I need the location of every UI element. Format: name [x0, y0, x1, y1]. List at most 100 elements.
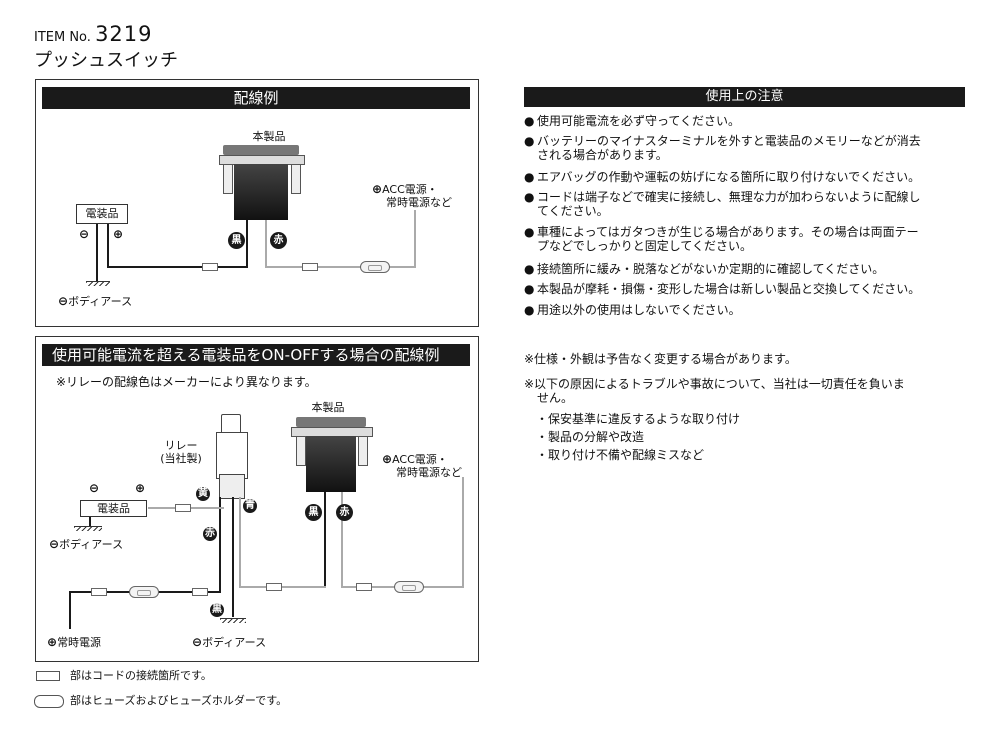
switch-red-marker: 赤 [336, 504, 353, 521]
connection-legend-text: 部はコードの接続箇所です。 [70, 669, 212, 682]
usage-note-line-1: バッテリーのマイナスターミナルを外すと電装品のメモリーなどが消去 [537, 134, 921, 148]
acc-line-2: 常時電源など [396, 466, 462, 479]
acc-line-2: 常時電源など [386, 196, 452, 209]
item-number: ITEM No. 3219 [34, 22, 153, 46]
relay-label: リレー (当社製) [151, 439, 211, 465]
usage-note-item: ●コードは端子などで確実に接続し、無理な力が加わらないように配線してください。 [524, 190, 970, 218]
usage-note-line-1: 接続箇所に緩み・脱落などがないか定期的に確認してください。 [537, 262, 885, 276]
fuse-holder [129, 586, 159, 598]
connection-point [91, 588, 107, 596]
ground-symbol [74, 526, 102, 531]
device-box: 電装品 [80, 500, 147, 517]
relay-red-v [219, 497, 221, 593]
switch-body [306, 436, 356, 492]
device-plus-symbol: ⊕ [113, 227, 124, 241]
device-plus-symbol: ⊕ [135, 481, 146, 495]
usage-note-line-1: エアバッグの作動や運転の妨げになる箇所に取り付けないでください。 [537, 170, 921, 184]
plus-icon: ⊕ [382, 452, 393, 466]
panel-title: 配線例 [42, 87, 470, 109]
usage-note-item: ●エアバッグの作動や運転の妨げになる箇所に取り付けないでください。 [524, 170, 970, 184]
usage-note-line-1: 本製品が摩耗・損傷・変形した場合は新しい製品と交換してください。 [537, 282, 921, 296]
usage-note-item: ●バッテリーのマイナスターミナルを外すと電装品のメモリーなどが消去される場合があ… [524, 134, 970, 162]
device-ground-wire [89, 509, 91, 527]
spec-remark: ※仕様・外観は予告なく変更する場合があります。 [524, 352, 797, 366]
usage-note-line-1: 車種によってはガタつきが生じる場合があります。その場合は両面テー [537, 225, 919, 239]
switch-body [234, 164, 288, 220]
usage-note-item: ●用途以外の使用はしないでください。 [524, 303, 970, 317]
acc-line-1-text: ACC電源・ [382, 183, 438, 196]
usage-note-item: ●車種によってはガタつきが生じる場合があります。その場合は両面テープなどでしっか… [524, 225, 970, 253]
fuse-holder [360, 261, 390, 273]
usage-note-line-1: コードは端子などで確実に接続し、無理な力が加わらないように配線し [537, 190, 921, 204]
liability-line-1: ※以下の原因によるトラブルや事故について、当社は一切責任を負いま [524, 377, 905, 391]
switch-clip-left [223, 164, 233, 194]
relay-ground-label-text: ボディアース [202, 636, 267, 649]
relay-black-v [232, 497, 234, 617]
relay-line-2: (当社製) [160, 452, 202, 465]
red-wire-h [265, 266, 415, 268]
fuse-legend-icon [34, 695, 64, 708]
device-minus-symbol: ⊖ [89, 481, 100, 495]
ground-symbol [86, 281, 110, 286]
plus-icon: ⊕ [47, 635, 58, 649]
switch-clip-left [296, 436, 306, 466]
bullet-icon: ● [524, 170, 535, 184]
black-marker: 黒 [210, 603, 224, 617]
black-marker: 黒 [228, 232, 245, 249]
black-wire-h [107, 266, 248, 268]
usage-note-line-2: される場合があります。 [537, 148, 668, 162]
ground-label-text: ボディアース [59, 538, 124, 551]
fuse-holder [394, 581, 424, 593]
cause-item: ・保安基準に違反するような取り付け [536, 412, 741, 426]
usage-note-line-2: プなどでしっかりと固定してください。 [537, 239, 753, 253]
bullet-icon: ● [524, 282, 535, 296]
constant-power-label: ⊕常時電源 [47, 635, 101, 650]
product-label: 本製品 [311, 401, 345, 414]
usage-note-item: ●本製品が摩耗・損傷・変形した場合は新しい製品と交換してください。 [524, 282, 970, 296]
red-wire [265, 220, 267, 268]
connection-legend-icon [36, 671, 60, 681]
relay-connector [219, 474, 245, 499]
usage-note-line-1: 用途以外の使用はしないでください。 [537, 303, 741, 317]
ground-label: ⊖ボディアース [58, 294, 133, 309]
connection-point [266, 583, 282, 591]
plus-icon: ⊕ [372, 182, 383, 196]
switch-red-wire [341, 492, 343, 588]
connection-point [192, 588, 208, 596]
bullet-icon: ● [524, 190, 535, 204]
acc-line-1: ⊕ACC電源・ [382, 452, 462, 467]
ground-label-text: ボディアース [68, 295, 133, 308]
red-marker: 赤 [203, 527, 217, 541]
black-wire [246, 220, 248, 268]
liability-line-2: せん。 [537, 391, 574, 405]
panel-title: 使用可能電流を超える電装品をON-OFFする場合の配線例 [42, 344, 470, 366]
relay-body [216, 432, 248, 479]
bullet-icon: ● [524, 134, 535, 148]
cause-item: ・取り付け不備や配線ミスなど [536, 448, 705, 462]
relay-color-note: ※リレーの配線色はメーカーにより異なります。 [56, 375, 317, 389]
connection-point [356, 583, 372, 591]
wiring-example-panel: 配線例 本製品 黒 赤 電装品 ⊖ ⊕ ⊕ACC電源・ 常時電源など ⊖ボディア… [35, 79, 479, 327]
usage-note-item: ●接続箇所に緩み・脱落などがないか定期的に確認してください。 [524, 262, 970, 276]
switch-black-marker: 黒 [305, 504, 322, 521]
bullet-icon: ● [524, 262, 535, 276]
bullet-icon: ● [524, 303, 535, 317]
acc-power-label: ⊕ACC電源・ 常時電源など [372, 182, 452, 210]
minus-icon: ⊖ [58, 294, 69, 308]
usage-notes-title: 使用上の注意 [524, 87, 965, 107]
minus-icon: ⊖ [192, 635, 203, 649]
constant-power-wire-v [69, 591, 71, 629]
relay-wiring-panel: 使用可能電流を超える電装品をON-OFFする場合の配線例 ※リレーの配線色はメー… [35, 336, 479, 662]
switch-cap [296, 417, 366, 427]
yellow-marker: 黄 [196, 487, 210, 501]
device-plus-wire [107, 224, 109, 268]
acc-power-label: ⊕ACC電源・ 常時電源など [382, 452, 462, 480]
product-label: 本製品 [252, 130, 286, 143]
relay-ground-label: ⊖ボディアース [192, 635, 267, 650]
device-box: 電装品 [76, 204, 128, 224]
connection-point [302, 263, 318, 271]
ground-label: ⊖ボディアース [49, 538, 124, 552]
switch-clip-right [358, 436, 368, 466]
acc-wire-v [462, 477, 464, 588]
switch-to-relay-wire [239, 586, 326, 588]
